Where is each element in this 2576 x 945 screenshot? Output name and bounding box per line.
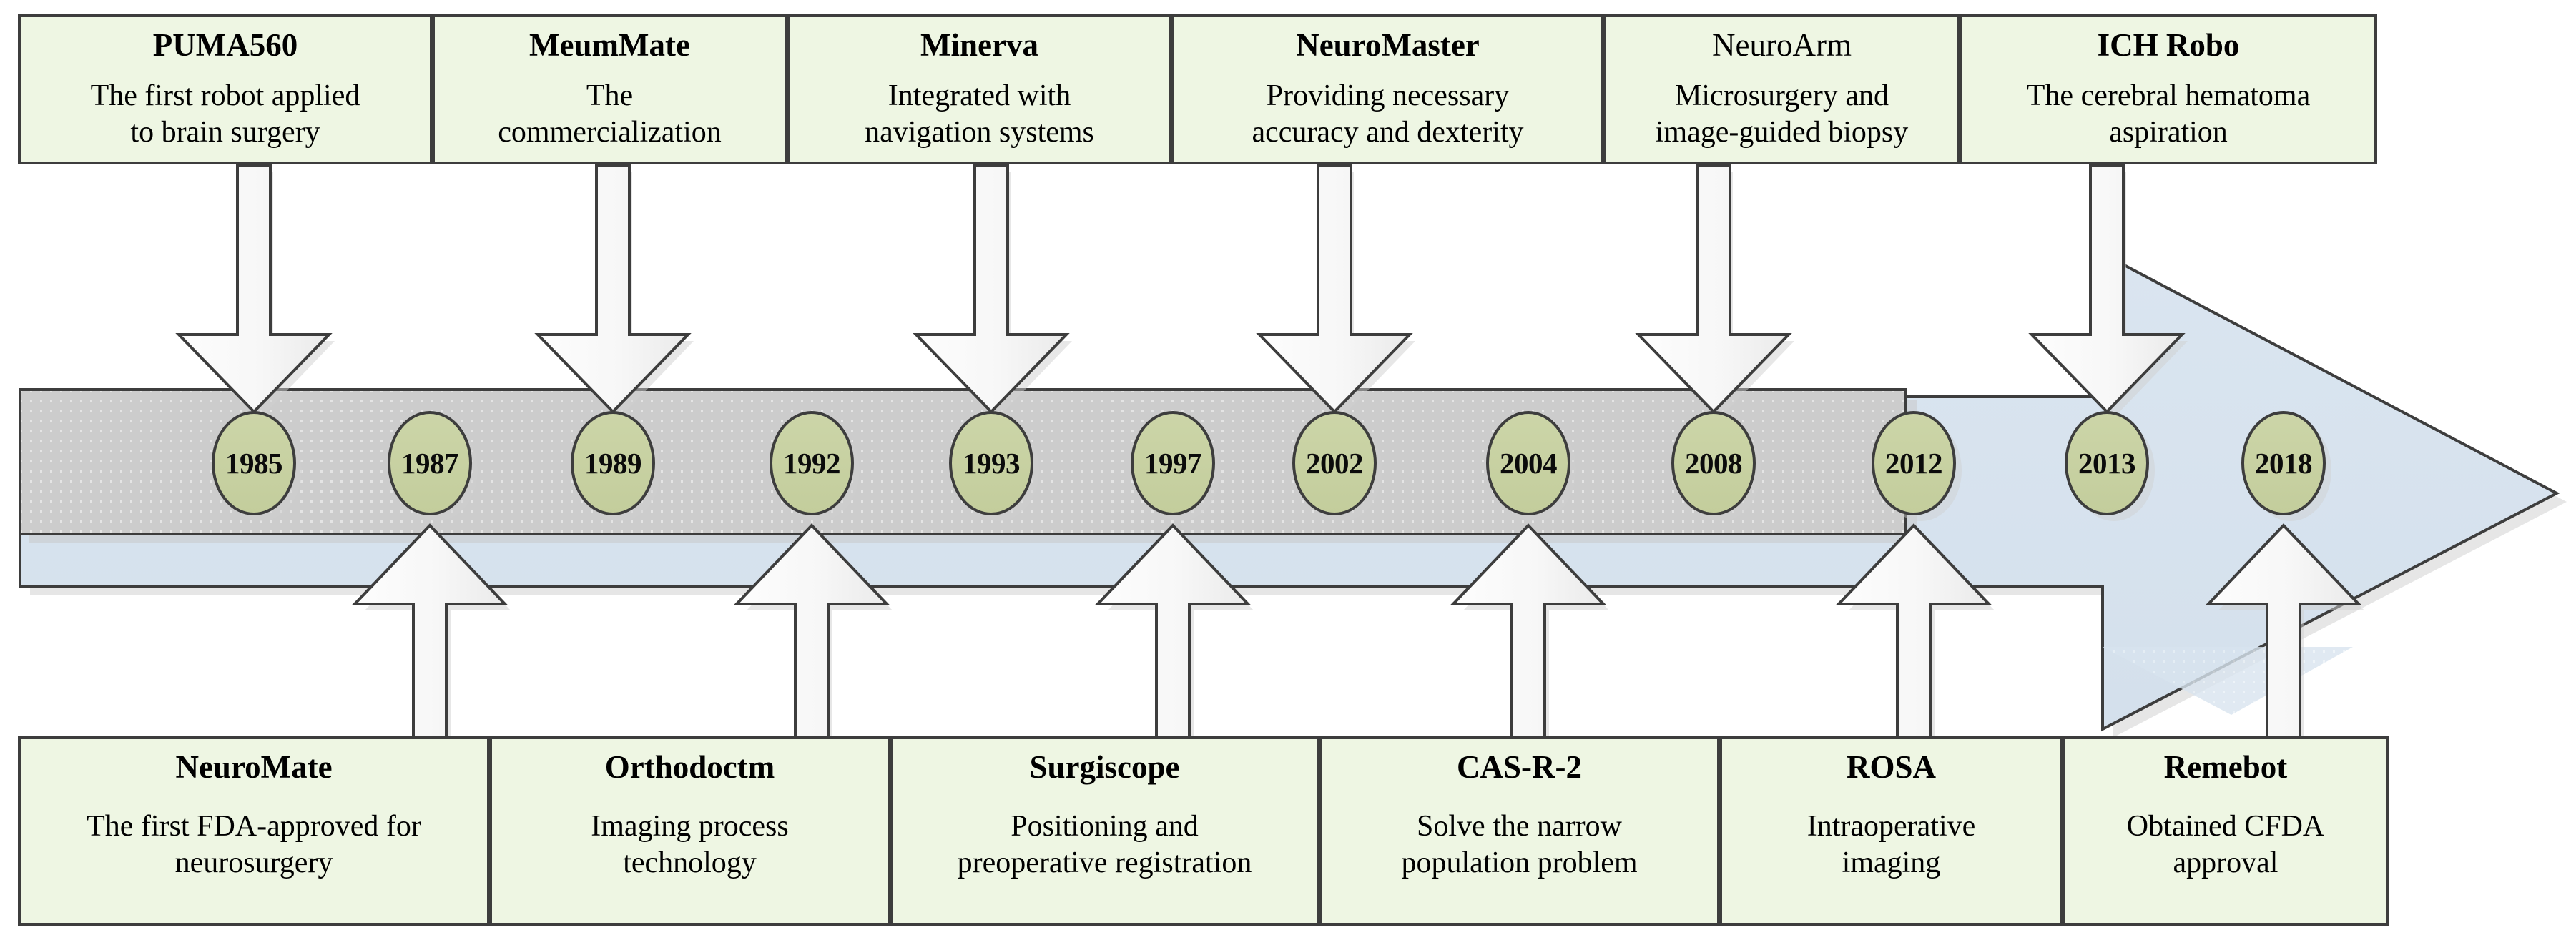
year-node-1987 xyxy=(388,411,478,521)
top-box-desc-0: The first robot applied to brain surgery xyxy=(90,79,360,149)
year-node-2013 xyxy=(2065,411,2155,521)
top-box-desc-3: Providing necessary accuracy and dexteri… xyxy=(1252,79,1524,149)
up-arrow-2018 xyxy=(2205,523,2364,744)
up-arrow-1997 xyxy=(1094,523,1254,744)
year-label-1997: 1997 xyxy=(1144,447,1202,480)
bottom-box-cas-r-2[interactable]: CAS-R-2 Solve the narrow population prob… xyxy=(1319,736,1720,926)
top-box-title-4: NeuroArm xyxy=(1712,27,1852,63)
bottom-box-title-4: ROSA xyxy=(1846,749,1937,785)
year-node-2008 xyxy=(1671,411,1761,521)
up-arrow-1992 xyxy=(733,523,893,744)
year-node-1992 xyxy=(770,411,860,521)
bottom-box-desc-3: Solve the narrow population problem xyxy=(1401,810,1638,880)
top-box-neuroarm[interactable]: NeuroArm Microsurgery and image-guided b… xyxy=(1604,14,1960,164)
timeline-year-nodes xyxy=(212,411,2331,521)
year-node-2012 xyxy=(1872,411,1962,521)
down-arrow-1989 xyxy=(534,164,694,417)
year-label-1985: 1985 xyxy=(225,447,283,480)
year-label-2008: 2008 xyxy=(1685,447,1743,480)
down-arrow-2008 xyxy=(1635,164,1794,417)
year-label-2004: 2004 xyxy=(1500,447,1558,480)
up-arrow-2004 xyxy=(1450,523,1609,744)
top-box-neuromaster[interactable]: NeuroMaster Providing necessary accuracy… xyxy=(1172,14,1604,164)
bottom-box-neuromate[interactable]: NeuroMate The first FDA-approved for neu… xyxy=(18,736,490,926)
bottom-box-desc-1: Imaging process technology xyxy=(591,810,789,880)
top-box-puma560[interactable]: PUMA560 The first robot applied to brain… xyxy=(18,14,433,164)
down-connector-arrows xyxy=(175,164,2188,417)
year-label-1993: 1993 xyxy=(963,447,1021,480)
top-box-desc-1: The commercialization xyxy=(498,79,722,149)
bottom-box-desc-5: Obtained CFDA approval xyxy=(2126,810,2325,880)
top-box-title-2: Minerva xyxy=(920,27,1038,63)
year-node-1997 xyxy=(1131,411,1221,521)
top-box-title-5: ICH Robo xyxy=(2097,27,2240,63)
bottom-box-title-5: Remebot xyxy=(2163,749,2288,785)
year-label-2002: 2002 xyxy=(1306,447,1364,480)
bottom-box-title-2: Surgiscope xyxy=(1029,749,1180,785)
year-label-2012: 2012 xyxy=(1885,447,1943,480)
down-arrow-1993 xyxy=(913,164,1072,417)
year-node-1989 xyxy=(571,411,661,521)
up-connector-arrows xyxy=(351,523,2364,744)
year-node-2002 xyxy=(1292,411,1382,521)
year-label-1987: 1987 xyxy=(401,447,459,480)
bottom-box-title-0: NeuroMate xyxy=(175,749,333,785)
year-label-1989: 1989 xyxy=(584,447,642,480)
down-arrow-2013 xyxy=(2028,164,2188,417)
up-arrow-2012 xyxy=(1835,523,1995,744)
up-arrow-1987 xyxy=(351,523,511,744)
bottom-box-title-1: Orthodoctm xyxy=(604,749,775,785)
top-box-minerva[interactable]: Minerva Integrated with navigation syste… xyxy=(787,14,1172,164)
bottom-box-desc-0: The first FDA-approved for neurosurgery xyxy=(87,810,421,880)
bottom-box-rosa[interactable]: ROSA Intraoperative imaging xyxy=(1720,736,2063,926)
top-box-meummate[interactable]: MeumMate The commercialization xyxy=(433,14,787,164)
year-node-1985 xyxy=(212,411,302,521)
bottom-box-desc-4: Intraoperative imaging xyxy=(1806,810,1976,880)
top-box-desc-4: Microsurgery and image-guided biopsy xyxy=(1655,79,1909,149)
top-box-title-0: PUMA560 xyxy=(152,27,298,63)
year-label-2013: 2013 xyxy=(2078,447,2136,480)
year-node-2004 xyxy=(1486,411,1576,521)
top-box-ich-robo[interactable]: ICH Robo The cerebral hematoma aspiratio… xyxy=(1960,14,2377,164)
top-box-title-3: NeuroMaster xyxy=(1296,27,1480,63)
down-arrow-2002 xyxy=(1256,164,1415,417)
bottom-box-title-3: CAS-R-2 xyxy=(1457,749,1582,785)
year-label-2018: 2018 xyxy=(2255,447,2313,480)
top-box-desc-2: Integrated with navigation systems xyxy=(865,79,1094,149)
top-box-title-1: MeumMate xyxy=(529,27,690,63)
top-box-desc-5: The cerebral hematoma aspiration xyxy=(2026,79,2311,149)
year-label-1992: 1992 xyxy=(783,447,841,480)
year-node-2018 xyxy=(2241,411,2331,521)
bottom-box-orthodoctm[interactable]: Orthodoctm Imaging process technology xyxy=(490,736,890,926)
bottom-box-surgiscope[interactable]: Surgiscope Positioning and preoperative … xyxy=(890,736,1319,926)
bottom-box-desc-2: Positioning and preoperative registratio… xyxy=(957,810,1252,880)
down-arrow-1985 xyxy=(175,164,335,417)
year-node-1993 xyxy=(949,411,1039,521)
bottom-box-remebot[interactable]: Remebot Obtained CFDA approval xyxy=(2063,736,2389,926)
